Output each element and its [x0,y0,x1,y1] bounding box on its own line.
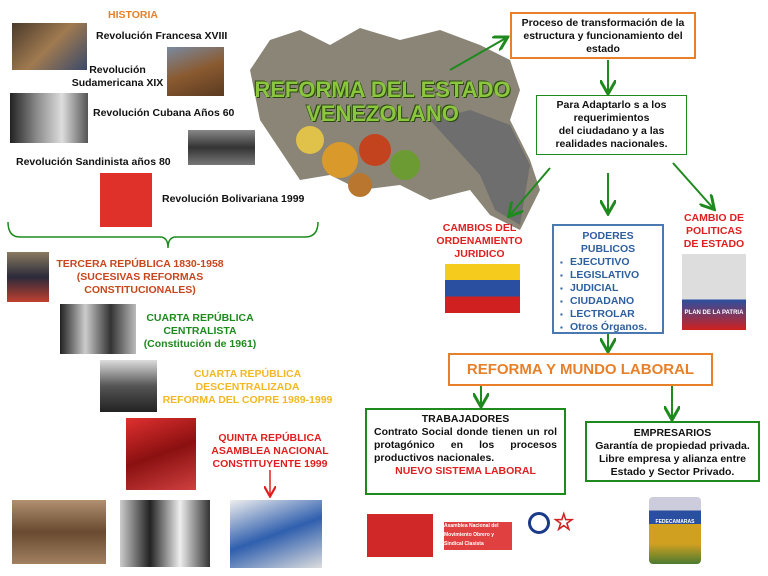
workers-box: TRABAJADORES Contrato Social donde tiene… [365,408,566,495]
labor-reform-title: REFORMA Y MUNDO LABORAL [466,361,695,378]
public-power-label: CIUDADANO [570,295,635,307]
image-fourth-republic-decentralized [100,360,157,412]
image-oath [120,500,210,567]
image-national-assembly [12,500,106,564]
public-power-item: ▪CIUDADANO [560,295,635,307]
definition-box: Proceso de transformación de la estructu… [510,12,696,59]
logo-asamblea-nacional: Asamblea Nacional del Movimiento Obrero … [444,522,512,550]
history-item: Revolución Bolivariana 1999 [162,193,305,205]
history-item: Revolución Sudamericana XIX [71,64,164,89]
workers-text: Contrato Social donde tienen un rol prot… [374,426,557,464]
text-line: (Constitución de 1961) [143,338,257,350]
text-line: CAMBIOS DEL [442,222,517,234]
text-line: Libre empresa y alianza entre [598,453,747,465]
main-title: REFORMA DEL ESTADO VENEZOLANO [250,78,515,126]
text-line: ASAMBLEA NACIONAL [211,445,329,457]
star-logo-icon: ☆ [553,509,575,536]
text-line: (SUCESIVAS REFORMAS [76,271,204,283]
employers-heading: EMPRESARIOS [633,427,712,439]
public-powers-list: ▪EJECUTIVO▪LEGISLATIVO▪JUDICIAL▪CIUDADAN… [560,256,656,334]
text-line: TERCERA REPÚBLICA 1830-1958 [56,258,224,270]
logo-text: FEDECAMARAS [655,519,695,525]
text-line: CUARTA REPÚBLICA [146,312,254,324]
text-line: DESCENTRALIZADA [195,381,300,393]
image-french-revolution [12,23,87,70]
employers-box: EMPRESARIOS Garantía de propiedad privad… [585,421,760,482]
public-power-item: ▪LEGISLATIVO [560,269,640,281]
labor-reform-box: REFORMA Y MUNDO LABORAL [448,353,713,386]
image-constitution-book [230,500,322,568]
arrow [449,38,506,71]
text-line: Garantía de propiedad privada. [595,440,750,452]
public-power-item: ▪LECTROLAR [560,308,635,320]
title-line: VENEZOLANO [306,101,459,126]
public-power-item: ▪EJECUTIVO [560,256,630,268]
history-brace [7,221,319,249]
text-line: PODERES [582,230,634,242]
text-line: CENTRALISTA [163,325,237,337]
history-item: Revolución Francesa XVIII [96,30,228,42]
public-power-item: ▪JUDICIAL [560,282,619,294]
text-line: QUINTA REPÚBLICA [218,432,322,444]
text-line: Para Adaptarlo s a los [556,99,667,111]
image-sandinista-revolution [188,130,255,165]
image-cuban-revolution [10,93,88,143]
text-line: realidades nacionales. [555,138,668,150]
text-line: PUBLICOS [580,243,636,255]
title-line: REFORMA DEL ESTADO [254,77,511,102]
text-line: CONSTITUYENTE 1999 [212,458,328,470]
image-third-republic [7,252,49,302]
logo-unions [528,512,550,534]
image-caption: PLAN DE LA PATRIA [684,310,744,316]
workers-heading: TRABAJADORES [421,413,510,425]
public-power-label: JUDICIAL [570,282,619,294]
public-power-item: ▪Otros Órganos. [560,321,648,333]
republic-third: TERCERA REPÚBLICA 1830-1958(SUCESIVAS RE… [50,258,230,297]
text-line: requerimientos [573,112,650,124]
image-south-american-revolution [167,47,224,96]
text-line: del ciudadano y a las [558,125,665,137]
text-line: CUARTA REPÚBLICA [193,368,302,380]
text-line: REFORMA DEL COPRE 1989-1999 [162,394,333,406]
workers-highlight: NUEVO SISTEMA LABORAL [395,465,536,477]
text-line: DE ESTADO [683,238,745,250]
image-fourth-republic-centralist [60,304,136,354]
public-power-label: Otros Órganos. [570,321,648,333]
public-power-label: LECTROLAR [570,308,635,320]
image-fifth-republic [126,418,196,490]
text-line: JURIDICO [454,248,505,260]
public-power-label: EJECUTIVO [570,256,630,268]
history-heading: HISTORIA [108,9,158,21]
image-plan-de-la-patria: PLAN DE LA PATRIA [682,254,746,330]
text-line: CONSTITUCIONALES) [84,284,196,296]
text-line: Estado y Sector Privado. [610,466,735,478]
logo-text: Asamblea Nacional del Movimiento Obrero … [444,523,499,547]
text-line: CAMBIO DE [683,212,745,224]
public-power-label: LEGISLATIVO [570,269,640,281]
text-line: POLITICAS [685,225,742,237]
definition-text: Proceso de transformación de la estructu… [521,17,685,55]
logo-fedecamaras: FEDECAMARAS [649,497,701,564]
history-item: Revolución Sandinista años 80 [16,156,171,168]
image-bolivarian-revolution [100,173,152,227]
history-item: Revolución Cubana Años 60 [93,107,235,119]
text-line: ORDENAMIENTO [436,235,523,247]
public-powers-box: PODERES PUBLICOS ▪EJECUTIVO▪LEGISLATIVO▪… [552,224,664,334]
image-workers-crowd [367,514,433,557]
image-flag-constitution [445,264,520,313]
